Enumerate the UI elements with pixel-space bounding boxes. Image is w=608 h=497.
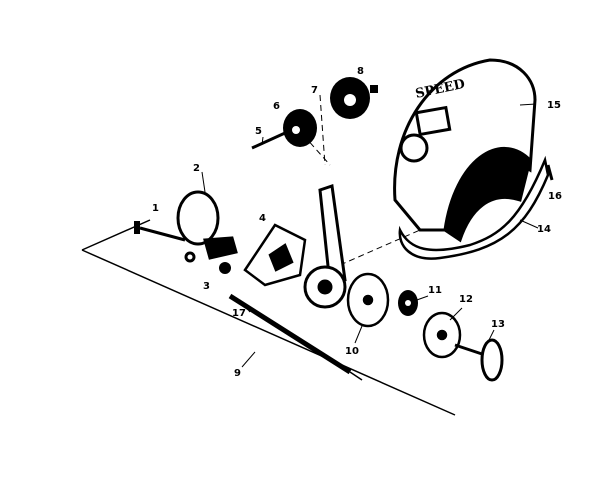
label-12: 12 bbox=[459, 294, 473, 305]
label-2: 2 bbox=[193, 163, 200, 174]
part-3-nut bbox=[219, 262, 231, 274]
part-10-washer bbox=[346, 272, 390, 328]
leader-lines bbox=[201, 103, 539, 368]
part-13-bolt bbox=[454, 338, 504, 382]
part-11-washer bbox=[398, 290, 418, 316]
part-5-screw bbox=[251, 131, 286, 150]
label-1: 1 bbox=[152, 203, 159, 214]
label-15: 15 bbox=[547, 100, 561, 111]
part-15-shroud: SPEED bbox=[393, 58, 537, 243]
shift-lever bbox=[303, 184, 347, 309]
part-1-screw bbox=[134, 221, 186, 242]
part-17-cable bbox=[228, 293, 363, 381]
label-9: 9 bbox=[234, 368, 241, 379]
label-10: 10 bbox=[345, 346, 359, 357]
part-12-disc bbox=[422, 311, 462, 359]
part-16-screw bbox=[546, 164, 554, 181]
label-14: 14 bbox=[537, 224, 551, 235]
label-4: 4 bbox=[259, 213, 266, 224]
label-5: 5 bbox=[255, 126, 262, 137]
part-14-bracket bbox=[398, 155, 550, 260]
label-17: 17 bbox=[232, 308, 246, 319]
part-7-knob bbox=[330, 77, 370, 119]
part-4-plate bbox=[243, 223, 307, 287]
part-2-clamp bbox=[176, 190, 238, 263]
label-8: 8 bbox=[357, 66, 364, 77]
part-6-knob bbox=[283, 109, 317, 147]
label-13: 13 bbox=[491, 319, 505, 330]
label-16: 16 bbox=[548, 191, 562, 202]
label-11: 11 bbox=[428, 285, 442, 296]
label-6: 6 bbox=[273, 101, 280, 112]
label-7: 7 bbox=[311, 85, 318, 96]
label-3: 3 bbox=[203, 281, 210, 292]
part-8-screw bbox=[370, 85, 378, 93]
